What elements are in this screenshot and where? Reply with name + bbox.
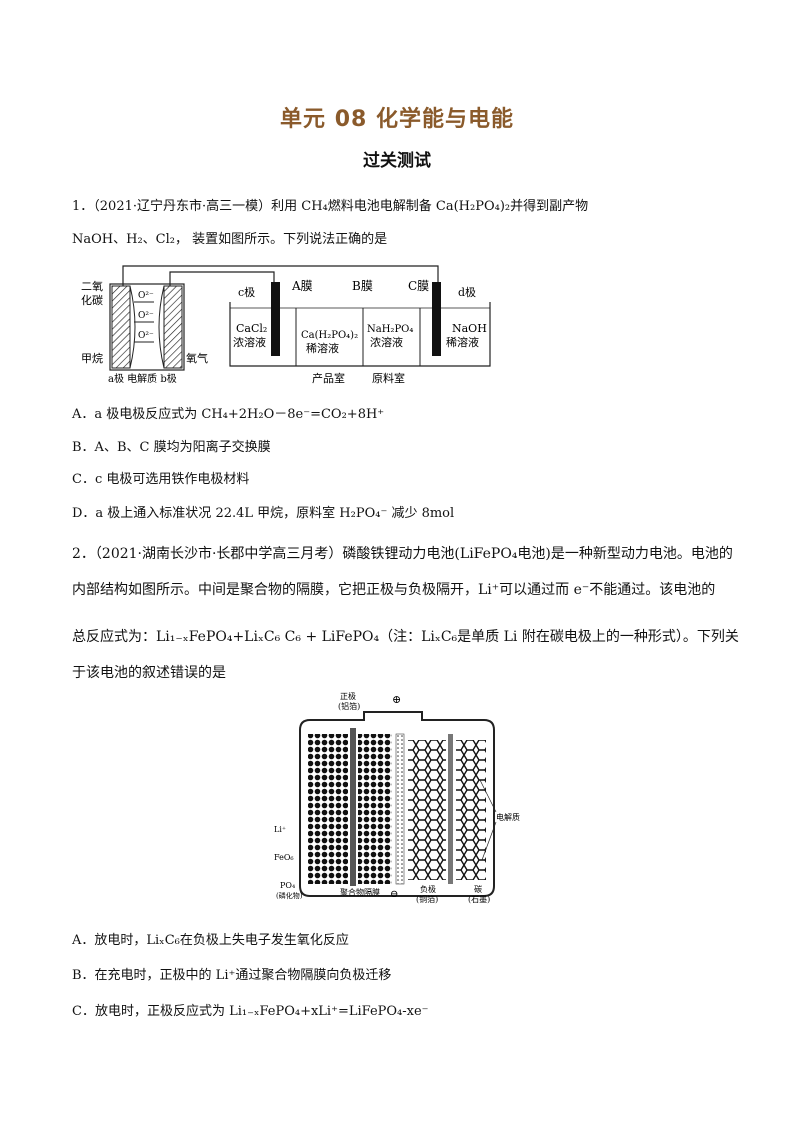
q1-stem-line2: NaOH、H₂、Cl₂， 装置如图所示。下列说法正确的是 bbox=[72, 232, 388, 247]
label-o2-1: O²⁻ bbox=[138, 291, 154, 301]
label-c-electrode: c极 bbox=[238, 285, 255, 299]
solution-1-a: CaCl₂ bbox=[236, 322, 267, 335]
label-o2-2: O²⁻ bbox=[138, 311, 154, 321]
electrode-a bbox=[111, 285, 131, 369]
solution-2-b: 稀溶液 bbox=[306, 341, 339, 355]
label-carbon: 碳 bbox=[474, 884, 482, 894]
label-positive-foil: (铝箔) bbox=[338, 701, 360, 711]
anode-graphite bbox=[408, 740, 446, 880]
label-plus: ⊕ bbox=[392, 693, 401, 706]
label-po4: PO₄ bbox=[280, 881, 295, 890]
q1-option-b: B．A、B、C 膜均为阳离子交换膜 bbox=[72, 440, 271, 455]
electrolysis-tank bbox=[229, 302, 491, 367]
q1-option-a: A．a 极电极反应式为 CH₄+2H₂O－8e⁻=CO₂+8H⁺ bbox=[72, 407, 385, 422]
battery-case bbox=[299, 711, 495, 897]
polymer-separator bbox=[395, 733, 405, 885]
solution-4-a: NaOH bbox=[452, 322, 487, 335]
cathode-region bbox=[308, 734, 348, 884]
label-positive: 正极 bbox=[340, 691, 356, 701]
label-A-membrane: A膜 bbox=[291, 279, 313, 293]
q2-option-b: B．在充电时，正极中的 Li⁺通过聚合物隔膜向负极迁移 bbox=[72, 968, 392, 983]
label-B-membrane: B膜 bbox=[352, 279, 373, 293]
electrode-c bbox=[271, 282, 280, 356]
label-po4-note: (磷化物) bbox=[276, 891, 303, 900]
q2-stem-line3: 总反应式为：Li₁₋ₓFePO₄+LiₓC₆ C₆ + LiFePO₄（注：Li… bbox=[72, 629, 739, 645]
wire-inner bbox=[169, 271, 275, 286]
label-negative: 负极 bbox=[420, 884, 436, 894]
label-methane: 甲烷 bbox=[81, 351, 103, 365]
page-subtitle: 过关测试 bbox=[363, 151, 431, 171]
q2-option-a: A．放电时，LiₓC₆在负极上失电子发生氧化反应 bbox=[72, 933, 349, 948]
page-title: 单元 08 化学能与电能 bbox=[280, 107, 514, 132]
copper-foil bbox=[448, 734, 453, 884]
wire-outer bbox=[122, 265, 439, 286]
solution-3-a: NaH₂PO₄ bbox=[367, 324, 413, 335]
label-carbon-graphite: (石墨) bbox=[468, 895, 490, 904]
label-co2-2: 化碳 bbox=[81, 293, 103, 307]
label-electrolyte: 电解质 bbox=[496, 812, 520, 822]
label-oxygen: 氧气 bbox=[186, 351, 208, 365]
label-o2-3: O²⁻ bbox=[138, 331, 154, 341]
label-raw-room: 原料室 bbox=[372, 371, 405, 385]
electrode-d bbox=[432, 282, 441, 356]
label-separator: 聚合物隔膜 bbox=[340, 887, 380, 897]
q1-electrolysis-figure: 二氧 化碳 O²⁻ O²⁻ O²⁻ 甲烷 氧气 a极 电解质 b极 c极 A膜 … bbox=[81, 265, 491, 385]
aluminum-foil bbox=[350, 728, 356, 886]
label-d-electrode: d极 bbox=[458, 285, 476, 299]
q1-option-d: D．a 极上通入标准状况 22.4L 甲烷，原料室 H₂PO₄⁻ 减少 8mol bbox=[72, 506, 455, 521]
label-negative-foil: (铜箔) bbox=[416, 894, 438, 904]
q2-stem-line1: 2．（2021·湖南长沙市·长郡中学高三月考）磷酸铁锂动力电池(LiFePO₄电… bbox=[72, 546, 733, 562]
solution-1-b: 浓溶液 bbox=[233, 335, 266, 349]
label-li: Li⁺ bbox=[274, 825, 286, 834]
q2-battery-figure: 正极 (铝箔) ⊕ Li⁺ FeO₆ PO₄ (磷化物) 聚合物隔膜 ⊖ 负极 … bbox=[274, 691, 520, 904]
q2-stem-line2: 内部结构如图所示。中间是聚合物的隔膜，它把正极与负极隔开，Li⁺可以通过而 e⁻… bbox=[72, 582, 716, 598]
q1-option-c: C．c 电极可选用铁作电极材料 bbox=[72, 472, 250, 487]
solution-3-b: 浓溶液 bbox=[370, 335, 403, 349]
q1-stem-line1: 1．（2021·辽宁丹东市·高三一模）利用 CH₄燃料电池电解制备 Ca(H₂P… bbox=[72, 199, 589, 214]
label-product-room: 产品室 bbox=[312, 371, 345, 385]
solution-2-a: Ca(H₂PO₄)₂ bbox=[301, 330, 358, 341]
label-feo6: FeO₆ bbox=[274, 853, 294, 862]
q2-option-c: C．放电时，正极反应式为 Li₁₋ₓFePO₄+xLi⁺=LiFePO₄-xe⁻ bbox=[72, 1004, 429, 1019]
fuel-cell-box bbox=[109, 283, 185, 371]
solution-4-b: 稀溶液 bbox=[446, 335, 479, 349]
q2-stem-line4: 于该电池的叙述错误的是 bbox=[72, 665, 226, 681]
electrode-b bbox=[163, 285, 183, 369]
label-minus: ⊖ bbox=[390, 889, 398, 900]
label-C-membrane: C膜 bbox=[408, 279, 429, 293]
label-a-electrolyte-b: a极 电解质 b极 bbox=[108, 372, 177, 385]
label-co2-1: 二氧 bbox=[81, 279, 103, 293]
